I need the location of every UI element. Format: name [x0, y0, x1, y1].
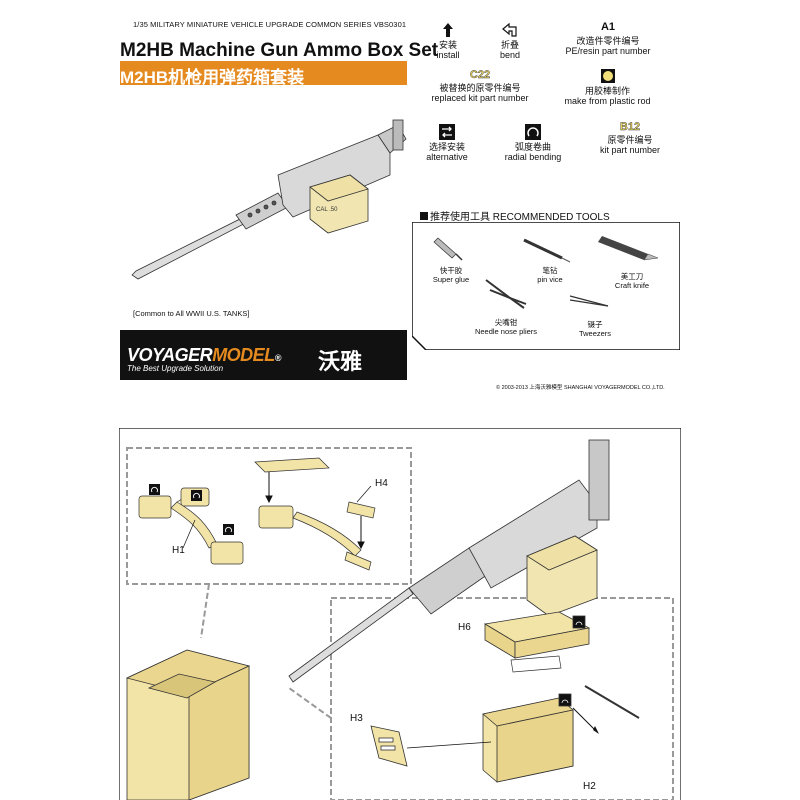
svg-text:CAL .50: CAL .50 — [316, 207, 338, 213]
legend-a1: A1 改造件零件编号 PE/resin part number — [548, 21, 668, 57]
tweezers-icon — [569, 295, 609, 307]
series-line: 1/35 MILITARY MINIATURE VEHICLE UPGRADE … — [133, 20, 407, 29]
b12-en: kit part number — [599, 145, 661, 155]
legend-bend: 折叠 bend — [480, 22, 540, 60]
brand-reg: ® — [274, 353, 282, 363]
pinvice-cn: 笔钻 — [542, 266, 558, 275]
tweezers-en: Tweezers — [578, 329, 612, 338]
legend-rod: 用胶棒制作 make from plastic rod — [550, 68, 665, 106]
install-en: install — [436, 50, 460, 60]
label-h4: H4 — [375, 478, 388, 489]
label-h3: H3 — [350, 713, 363, 724]
pinvice-en: pin vice — [537, 275, 563, 284]
rod-cn: 用胶棒制作 — [584, 86, 630, 96]
install-cn: 安装 — [438, 40, 457, 50]
label-h1: H1 — [172, 545, 185, 556]
label-h6: H6 — [458, 622, 471, 633]
a1-en: PE/resin part number — [565, 46, 651, 56]
assembly-diagram — [119, 428, 681, 800]
ammo-box-large — [125, 649, 251, 800]
copyright: © 2003-2013 上海沃雅模型 SHANGHAI VOYAGERMODEL… — [496, 385, 665, 391]
brand-name-cn: 沃雅 — [318, 349, 363, 374]
tools-heading-text: 推荐使用工具 RECOMMENDED TOOLS — [430, 212, 610, 223]
product-title: M2HB Machine Gun Ammo Box Set — [120, 40, 439, 61]
brand-tagline: The Best Upgrade Solution — [127, 364, 224, 373]
super-glue-icon — [433, 237, 463, 261]
part-h1 — [138, 487, 244, 565]
part-h3 — [370, 725, 408, 767]
tweezers-cn: 镊子 — [587, 320, 603, 329]
pliers-cn: 尖嘴钳 — [494, 318, 518, 327]
legend-install: 安装 install — [418, 22, 478, 60]
radial-cn: 弧度卷曲 — [514, 142, 551, 152]
pin-vice-icon — [523, 238, 571, 263]
legend-b12: B12 原零件编号 kit part number — [580, 121, 680, 155]
brand-name-1: VOYAGER — [127, 345, 213, 365]
c22-label: C22 — [469, 69, 491, 81]
b12-label: B12 — [619, 121, 641, 133]
craft-knife-icon — [598, 236, 659, 261]
radial-bending-markers — [149, 484, 234, 535]
detail-box-ammo — [330, 597, 674, 800]
common-note: [Common to All WWII U.S. TANKS] — [133, 309, 250, 318]
c22-en: replaced kit part number — [431, 93, 529, 103]
brand-bar — [120, 330, 407, 380]
part-h6 — [483, 611, 591, 659]
machine-gun-large — [288, 439, 610, 683]
brand-name-2: MODEL — [212, 345, 275, 365]
brand-logo: VOYAGERMODEL® — [127, 345, 281, 366]
knife-cn: 美工刀 — [620, 272, 644, 281]
bend-en: bend — [499, 50, 521, 60]
glue-cn: 快干胶 — [439, 266, 463, 275]
legend-alternative: 选择安装 alternative — [412, 124, 482, 162]
glue-en: Super glue — [432, 275, 470, 284]
bend-cn: 折叠 — [500, 40, 519, 50]
title-banner — [120, 61, 407, 85]
radial-en: radial bending — [504, 152, 562, 162]
alt-en: alternative — [426, 152, 468, 162]
a1-label: A1 — [600, 21, 616, 33]
pliers-en: Needle nose pliers — [474, 327, 538, 336]
square-bullet-icon — [420, 212, 428, 220]
radial-bending-icon — [525, 124, 541, 140]
tools-box — [412, 222, 680, 350]
machine-gun-illustration: CAL .50 — [131, 119, 407, 280]
plastic-rod-icon — [600, 69, 615, 83]
b12-cn: 原零件编号 — [607, 135, 653, 145]
alt-cn: 选择安装 — [428, 142, 465, 152]
legend-radial: 弧度卷曲 radial bending — [488, 124, 578, 162]
install-arrow-icon — [443, 23, 453, 37]
legend-c22: C22 被替换的原零件编号 replaced kit part number — [415, 69, 545, 103]
tools-heading: 推荐使用工具 RECOMMENDED TOOLS — [420, 208, 610, 223]
a1-cn: 改造件零件编号 — [576, 36, 640, 46]
rod-en: make from plastic rod — [564, 96, 651, 106]
product-title-cn: M2HB机枪用弹药箱套装 — [120, 68, 305, 87]
part-h4 — [254, 457, 376, 571]
knife-en: Craft knife — [614, 281, 650, 290]
c22-cn: 被替换的原零件编号 — [439, 83, 521, 93]
alternative-icon — [439, 124, 455, 140]
detail-box-straps — [126, 447, 412, 585]
label-h2: H2 — [583, 781, 596, 792]
part-h2 — [482, 693, 574, 783]
bend-arrow-icon — [502, 22, 517, 37]
pliers-icon — [485, 279, 527, 309]
